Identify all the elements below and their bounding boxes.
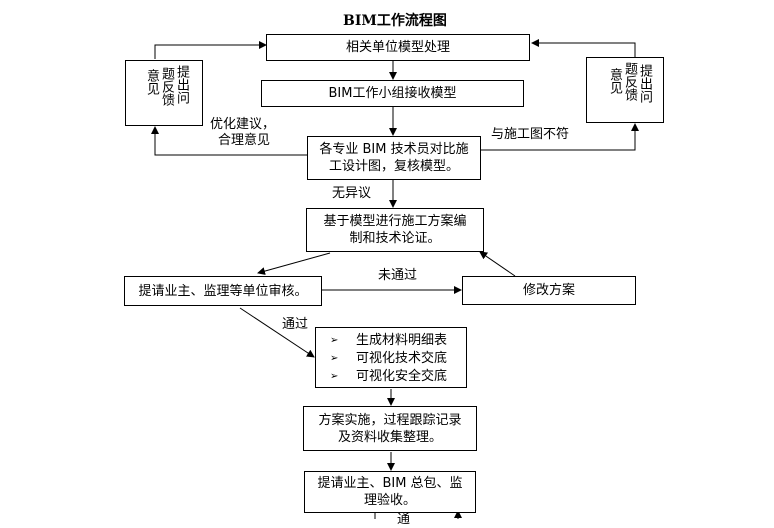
node-bim-group: BIM工作小组接收模型 (261, 80, 524, 107)
arrowhead-bullet-icon: ➢ (330, 334, 339, 346)
left-feedback-box: 提出问 题反馈 意见 (125, 60, 203, 126)
compare-line-2: 工设计图，复核模型。 (328, 159, 459, 174)
arrow-compare-to-right-feedback (481, 123, 639, 151)
arrow-compare-to-left-feedback (151, 126, 307, 156)
implement-line-1: 方案实施，过程跟踪记录 (318, 412, 462, 428)
output-label: 可视化技术交底 (356, 350, 448, 366)
arrow-left-feedback-to-related (154, 41, 267, 59)
label-mismatch: 与施工图不符 (491, 127, 570, 142)
node-related-units: 相关单位模型处理 (266, 34, 530, 61)
implement-line-2: 及资料收集整理。 (337, 429, 442, 445)
node-construction-plan: 基于模型进行施工方案编 制和技术论证。 (306, 208, 484, 252)
arrow-modify-to-plan (479, 251, 516, 277)
plan-line-1: 基于模型进行施工方案编 (323, 214, 467, 229)
node-owner-review: 提请业主、监理等单位审核。 (124, 276, 322, 306)
node-outputs: ➢ 生成材料明细表 ➢ 可视化技术交底 ➢ 可视化安全交底 (315, 327, 467, 388)
left-feedback-col-2: 题反馈 (159, 67, 174, 106)
output-label: 生成材料明细表 (356, 332, 448, 348)
label-bottom-partial: 通 (397, 512, 411, 527)
node-acceptance: 提请业主、BIM 总包、监 理验收。 (304, 471, 476, 513)
right-feedback-col-1: 提出问 (637, 64, 652, 103)
label-optimize-2: 合理意见 (218, 133, 271, 148)
left-feedback-col-3: 意见 (144, 69, 159, 95)
output-label: 可视化安全交底 (356, 368, 448, 384)
output-item: ➢ 生成材料明细表 (330, 331, 466, 349)
arrow-right-feedback-to-related (531, 39, 636, 57)
arrow-plan-to-review (257, 252, 331, 275)
label-no-objection: 无异议 (332, 186, 372, 201)
left-feedback-col-1: 提出问 (174, 65, 189, 104)
plan-line-2: 制和技术论证。 (349, 231, 441, 246)
node-implementation: 方案实施，过程跟踪记录 及资料收集整理。 (303, 406, 477, 451)
right-feedback-col-2: 题反馈 (622, 62, 637, 101)
label-not-passed: 未通过 (378, 268, 418, 283)
output-item: ➢ 可视化安全交底 (330, 367, 466, 385)
node-modify-plan: 修改方案 (462, 276, 636, 305)
acceptance-line-2: 理验收。 (363, 493, 416, 508)
right-feedback-box: 提出问 题反馈 意见 (586, 57, 664, 123)
label-passed: 通过 (282, 317, 309, 332)
output-item: ➢ 可视化技术交底 (330, 349, 466, 367)
node-compare-design: 各专业 BIM 技术员对比施 工设计图，复核模型。 (307, 136, 481, 180)
arrowhead-bullet-icon: ➢ (330, 352, 339, 364)
acceptance-line-1: 提请业主、BIM 总包、监 (317, 476, 463, 491)
compare-line-1: 各专业 BIM 技术员对比施 (319, 142, 469, 157)
diagram-title: BIM工作流程图 (343, 13, 447, 29)
label-optimize-1: 优化建议， (210, 117, 276, 132)
arrowhead-bullet-icon: ➢ (330, 370, 339, 382)
arrow-review-to-outputs (239, 307, 315, 358)
right-feedback-col-3: 意见 (607, 68, 622, 94)
